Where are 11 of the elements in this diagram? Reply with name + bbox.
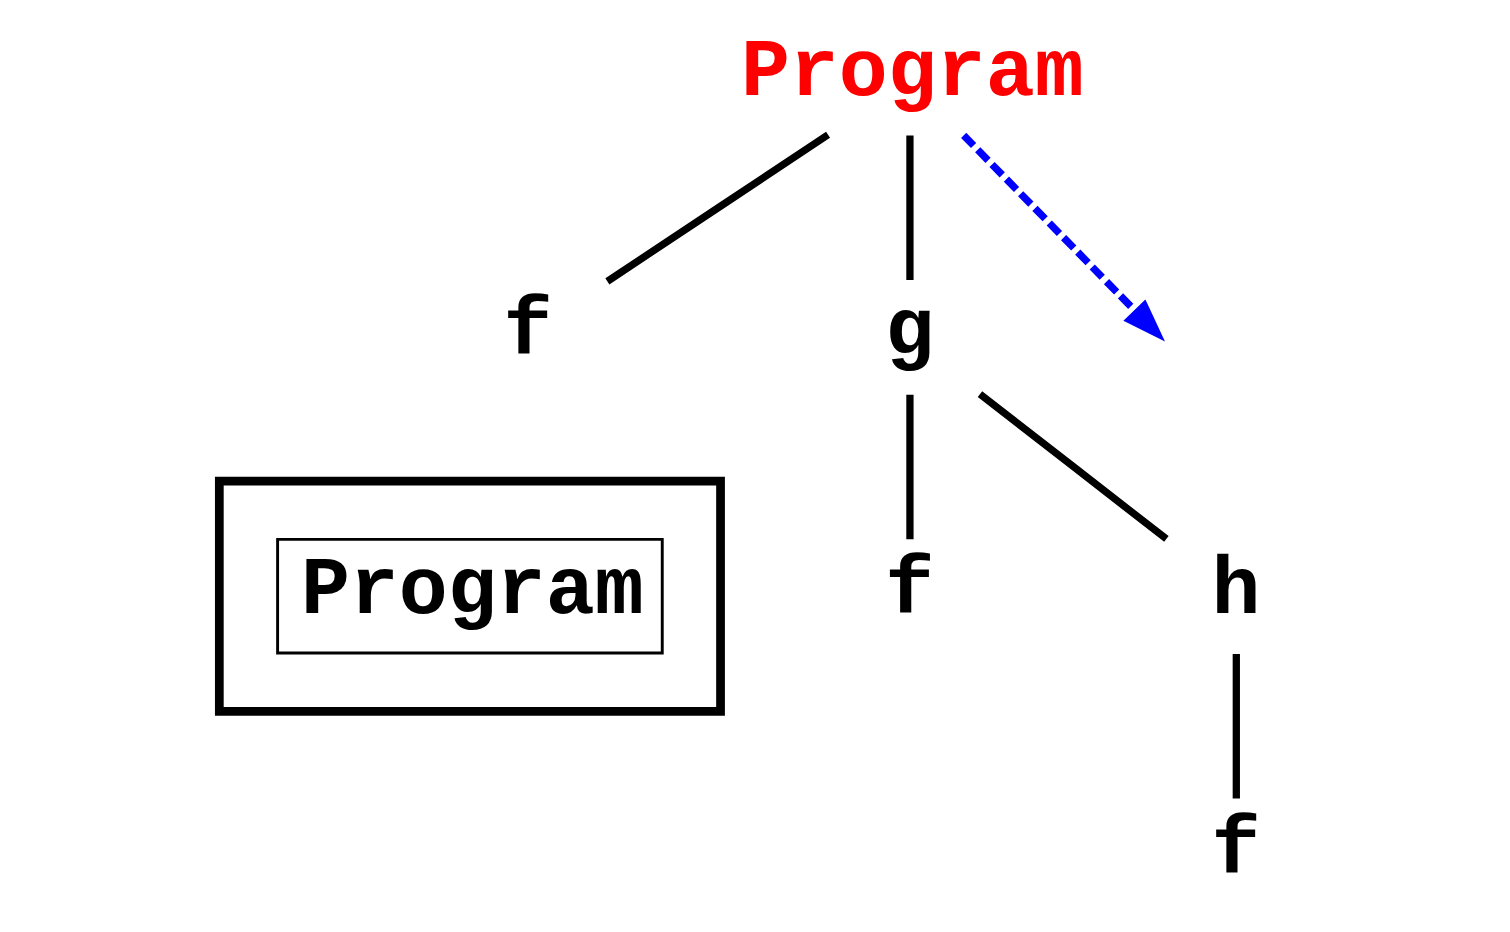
node-text: h	[1211, 544, 1261, 638]
connector	[977, 390, 1169, 542]
node-text: f	[502, 285, 552, 379]
node-text: g	[884, 285, 934, 379]
node-text: f	[1211, 804, 1261, 898]
node-text: Program	[740, 26, 1084, 120]
cluster	[214, 476, 725, 716]
connector	[604, 131, 830, 284]
node-text: f	[884, 544, 934, 638]
arrow	[960, 132, 1165, 341]
node-box: Program	[275, 537, 664, 654]
